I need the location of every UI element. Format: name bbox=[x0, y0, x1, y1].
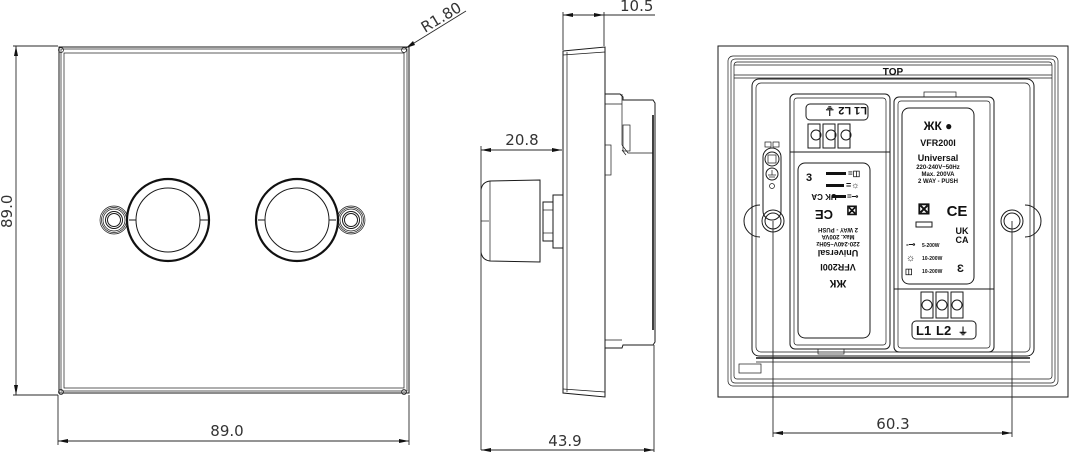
right-module-earth-icon: ⏚ bbox=[958, 326, 968, 338]
right-module-channel: Ɛ bbox=[957, 263, 964, 275]
svg-text:5-200W: 5-200W bbox=[922, 243, 940, 249]
svg-text:-⊸: -⊸ bbox=[906, 240, 916, 249]
right-dimmer-module: ЖК ● VFR200I Universal 220-240V~50Hz Max… bbox=[893, 91, 995, 353]
rear-view: TOP bbox=[717, 45, 1069, 437]
right-module-rating2: Max. 200VA bbox=[922, 172, 956, 178]
front-height-label: 89.0 bbox=[0, 195, 16, 228]
fixing-centres-dimension: 60.3 bbox=[772, 221, 1013, 437]
right-module-model: VFR200I bbox=[920, 138, 956, 148]
right-module-type: Universal bbox=[918, 153, 959, 163]
svg-text:10-200W: 10-200W bbox=[922, 269, 943, 275]
knob-projection-label: 20.8 bbox=[505, 131, 538, 149]
plate-depth-dimension: 10.5 bbox=[562, 0, 655, 50]
svg-text:=☼: =☼ bbox=[846, 180, 860, 190]
plate-depth-label: 10.5 bbox=[620, 0, 653, 15]
right-module-weee-icon: ⊠ bbox=[917, 201, 930, 218]
left-module-load-icons: =◫ =☼ =⊸ bbox=[826, 169, 860, 201]
right-module-terminal-l2: L2 bbox=[936, 323, 951, 338]
side-view: 10.5 20.8 43.9 bbox=[480, 0, 656, 452]
svg-text:=◫: =◫ bbox=[848, 169, 860, 178]
left-module-terminals: L1 L2 ⏚ bbox=[824, 104, 867, 117]
left-module-type: Universal bbox=[818, 248, 859, 258]
left-module-weee-icon: ⊠ bbox=[846, 203, 858, 219]
right-module-ce-mark: CE bbox=[947, 203, 968, 220]
left-module-ukca-mark: UK CA bbox=[811, 192, 837, 201]
corner-radius-label: R1.80 bbox=[418, 0, 465, 36]
svg-text:◫: ◫ bbox=[905, 267, 913, 276]
front-width-label: 89.0 bbox=[210, 422, 243, 440]
left-module-channel: 3 bbox=[806, 172, 812, 184]
left-module-brand: ЖК bbox=[829, 277, 847, 289]
fixing-centres-label: 60.3 bbox=[876, 415, 909, 433]
corner-radius-callout: R1.80 bbox=[405, 0, 467, 49]
right-module-mode: 2 WAY - PUSH bbox=[918, 179, 958, 185]
svg-text:=⊸: =⊸ bbox=[847, 192, 859, 201]
front-width-dimension: 89.0 bbox=[57, 395, 410, 445]
left-module-ce-mark: CE bbox=[815, 207, 833, 222]
knob-projection-dimension: 20.8 bbox=[480, 131, 562, 450]
front-view: 89.0 89.0 R1.80 bbox=[0, 0, 467, 445]
left-module-rating2: Max. 200VA bbox=[821, 233, 855, 239]
right-module-terminal-l1: L1 bbox=[916, 323, 931, 338]
left-dimmer-module: L1 L2 ⏚ 3 =◫ =☼ =⊸ ЖК VFR200I Universal … bbox=[789, 93, 891, 355]
svg-text:☼: ☼ bbox=[906, 253, 915, 264]
right-module-load-ratings: -⊸ 5-200W ☼ 10-200W ◫ 10-200W bbox=[905, 240, 943, 276]
right-module-brand: ЖК ● bbox=[923, 119, 953, 133]
top-orientation-label: TOP bbox=[883, 67, 904, 78]
right-fixing-hole bbox=[1000, 204, 1042, 238]
left-module-model: VFR200I bbox=[820, 262, 856, 272]
right-dimmer-knob bbox=[254, 177, 366, 263]
right-module-rating1: 220-240V~50Hz bbox=[916, 165, 960, 171]
left-dimmer-knob bbox=[99, 177, 211, 263]
left-fixing-hole bbox=[743, 204, 785, 238]
left-module-rating1: 220-240V~50Hz bbox=[816, 240, 860, 246]
right-module-ukca-mark: UK bbox=[956, 226, 969, 236]
earth-terminal bbox=[762, 141, 782, 221]
front-height-dimension: 89.0 bbox=[0, 45, 58, 396]
svg-text:10-200W: 10-200W bbox=[922, 256, 943, 262]
overall-depth-dimension: 43.9 bbox=[481, 345, 655, 452]
overall-depth-label: 43.9 bbox=[548, 432, 581, 450]
svg-text:CA: CA bbox=[956, 235, 969, 245]
left-module-mode: 2 WAY - PUSH bbox=[818, 226, 858, 232]
